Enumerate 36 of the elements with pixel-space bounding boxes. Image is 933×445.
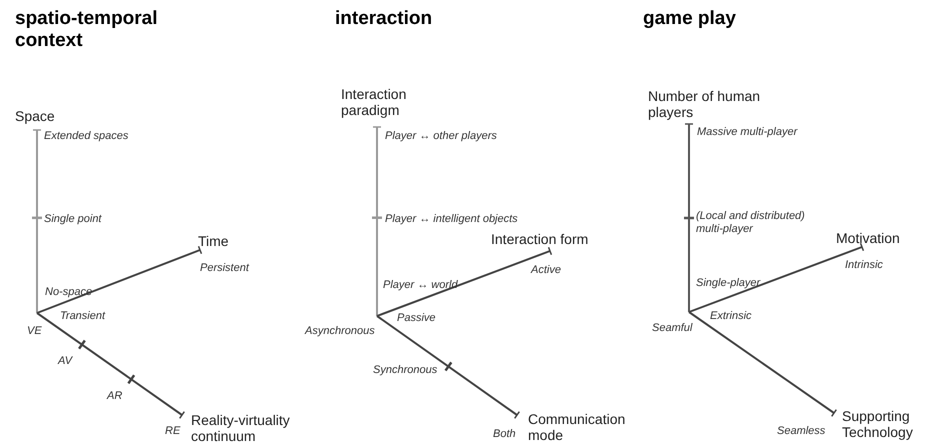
axis-label: Reality-virtuality continuum [191, 412, 291, 444]
axis-value-label: Active [531, 264, 561, 277]
axis-value-label: Player ↔ intelligent objects [385, 213, 518, 226]
axis-value-label: RE [165, 425, 180, 438]
axis-value-label: Player ↔ world [383, 279, 458, 292]
axis-label: Supporting Technology [842, 408, 914, 440]
axis-value-label: Transient [60, 310, 106, 323]
axis-value-label: Extended spaces [44, 130, 128, 143]
axis-value-label: VE [27, 325, 42, 338]
panel-heading: interaction [335, 8, 432, 30]
panel-heading: spatio-temporal context [15, 8, 159, 52]
axis-label: Interaction form [491, 231, 588, 248]
axis-value-label: (Local and distributed) multi-player [696, 210, 806, 236]
axis-value-label: Extrinsic [710, 310, 752, 323]
axis-value-label: Both [493, 428, 516, 441]
axis-value-label: Player ↔ other players [385, 130, 497, 143]
axis-value-label: No-space [45, 286, 92, 299]
axis-value-label: Seamful [652, 322, 692, 335]
axis-label: Communication mode [528, 411, 626, 444]
axis-value-label: Single-player [696, 277, 760, 290]
axis-label: Motivation [836, 230, 900, 246]
axis-value-label: Seamless [777, 425, 826, 438]
axis-value-label: Single point [44, 213, 102, 226]
axis-value-label: Asynchronous [305, 325, 375, 338]
axis-value-label: Passive [397, 312, 436, 325]
axis-value-label: Massive multi-player [697, 126, 798, 139]
axis-value-label: AV [58, 355, 72, 368]
axis-label: Time [198, 233, 229, 250]
axis-label: Space [15, 108, 55, 124]
axis-value-label: Persistent [200, 262, 249, 275]
panel-heading: game play [643, 8, 736, 30]
axis-label: Interaction paradigm [341, 86, 408, 118]
axis-value-label: Intrinsic [845, 259, 883, 272]
axis-value-label: AR [107, 390, 122, 403]
axis-label: Number of human players [648, 88, 762, 120]
axis-value-label: Synchronous [373, 364, 438, 377]
